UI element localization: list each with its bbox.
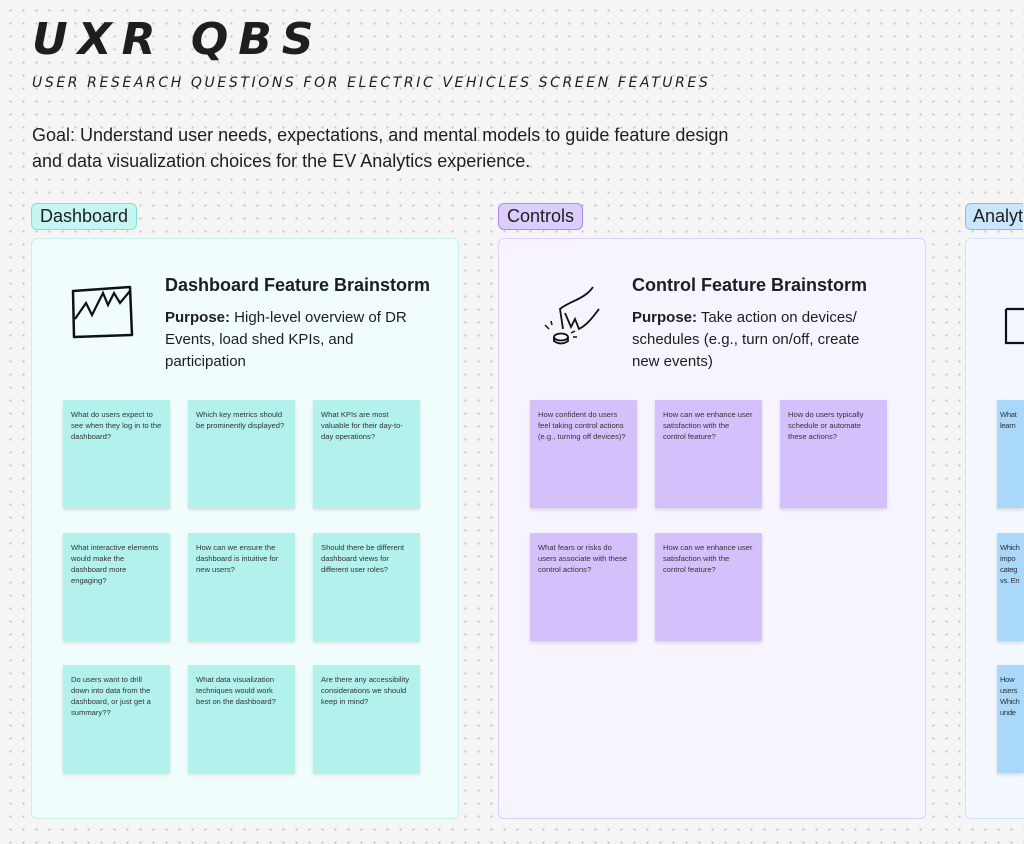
section-tag-analytics[interactable]: Analyt (965, 203, 1024, 230)
section-purpose: Purpose: Take action on devices/ schedul… (632, 307, 887, 373)
finger-press-button-icon (544, 286, 600, 345)
sticky-note[interactable]: Are there any accessibility consideratio… (313, 665, 420, 773)
section-title: Control Feature Brainstorm (632, 275, 868, 295)
sticky-note[interactable]: Do users want to drill down into data fr… (63, 665, 170, 773)
frame-sketch-icon (1004, 307, 1024, 345)
sticky-note[interactable]: Which impo categ vs. En (997, 533, 1024, 641)
sticky-note[interactable]: What learn (997, 400, 1024, 508)
sticky-note[interactable]: What fears or risks do users associate w… (530, 533, 637, 641)
board-title: UXR QBS (32, 14, 324, 65)
sticky-note[interactable]: Which key metrics should be prominently … (188, 400, 295, 508)
section-title: Dashboard Feature Brainstorm (165, 275, 431, 295)
sticky-note[interactable]: How can we enhance user satisfaction wit… (655, 533, 762, 641)
section-purpose: Purpose: High-level overview of DR Event… (165, 307, 420, 373)
section-analytics: What learn Which impo categ vs. En How u… (965, 238, 1024, 819)
sticky-note[interactable]: Should there be different dashboard view… (313, 533, 420, 641)
sticky-note[interactable]: How users Which unde (997, 665, 1024, 773)
section-tag-dashboard[interactable]: Dashboard (31, 203, 138, 230)
sticky-note[interactable]: How can we enhance user satisfaction wit… (655, 400, 762, 508)
goal-text: Goal: Understand user needs, expectation… (32, 125, 729, 171)
purpose-text: High-level overview of DR Events, load s… (165, 309, 407, 370)
sticky-note[interactable]: How confident do users feel taking contr… (530, 400, 637, 508)
purpose-text: Take action on devices/ schedules (e.g.,… (632, 309, 860, 370)
board-subtitle: User research questions for electric veh… (32, 75, 711, 91)
sticky-note[interactable]: What do users expect to see when they lo… (63, 400, 170, 508)
sticky-note[interactable]: How can we ensure the dashboard is intui… (188, 533, 295, 641)
purpose-label: Purpose: (632, 309, 698, 326)
section-dashboard: Dashboard Feature Brainstorm Purpose: Hi… (31, 238, 459, 819)
purpose-label: Purpose: (165, 309, 231, 326)
sticky-note[interactable]: What data visualization techniques would… (188, 665, 295, 773)
sticky-note[interactable]: What interactive elements would make the… (63, 533, 170, 641)
sticky-note[interactable]: What KPIs are most valuable for their da… (313, 400, 420, 508)
sticky-note[interactable]: How do users typically schedule or autom… (780, 400, 887, 508)
section-tag-controls[interactable]: Controls (498, 203, 584, 230)
line-chart-sketch-icon (71, 285, 134, 339)
section-controls: Control Feature Brainstorm Purpose: Take… (498, 238, 926, 819)
